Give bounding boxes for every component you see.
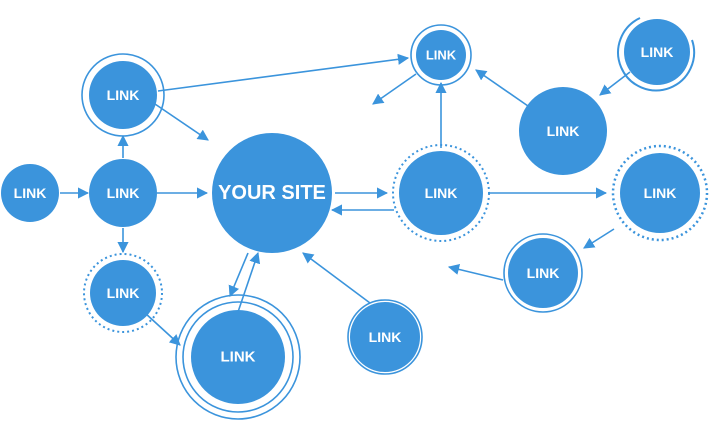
link-node (620, 153, 700, 233)
center-node (212, 133, 332, 253)
node-ring (503, 233, 583, 313)
node-rings (81, 17, 709, 420)
center-node-label: YOUR SITE (218, 182, 326, 204)
node-ring (182, 301, 294, 413)
edge-arrow (157, 53, 410, 92)
link-label: LINK (644, 185, 677, 201)
edge-arrow (228, 252, 249, 298)
link-label: LINK (527, 265, 560, 281)
link-node (350, 302, 420, 372)
node-ring (81, 53, 165, 137)
link-node (399, 151, 483, 235)
link-label: LINK (14, 185, 47, 201)
edge-arrow (447, 263, 504, 281)
link-node (191, 310, 285, 404)
link-label: LINK (369, 329, 402, 345)
labels: YOUR SITE LINK LINK LINK LINK LINK LINK … (14, 44, 677, 366)
link-node (519, 87, 607, 175)
link-label: LINK (107, 185, 140, 201)
link-node (89, 159, 157, 227)
link-label: LINK (426, 48, 457, 63)
node-ring (392, 144, 490, 242)
link-node (1, 164, 59, 222)
node-ring (617, 17, 696, 92)
link-node (90, 260, 156, 326)
link-label: LINK (107, 87, 140, 103)
link-label: LINK (221, 349, 256, 366)
node-ring (347, 299, 423, 375)
node-ring (175, 294, 301, 420)
edge-arrow (372, 73, 417, 105)
link-node (89, 61, 157, 129)
link-node (416, 30, 466, 80)
link-label: LINK (547, 123, 580, 139)
link-label: LINK (425, 185, 458, 201)
edge-arrow (475, 69, 529, 107)
link-label: LINK (107, 285, 140, 301)
link-node (624, 19, 690, 85)
link-label: LINK (641, 44, 674, 60)
edge-arrow (302, 252, 371, 304)
edge-arrow (144, 312, 181, 346)
node-ring (611, 144, 709, 242)
nodes (1, 19, 700, 404)
node-ring (410, 24, 472, 86)
edge-arrow (154, 103, 209, 141)
link-node (508, 238, 578, 308)
node-ring (83, 253, 163, 333)
edge-arrow (583, 228, 615, 249)
